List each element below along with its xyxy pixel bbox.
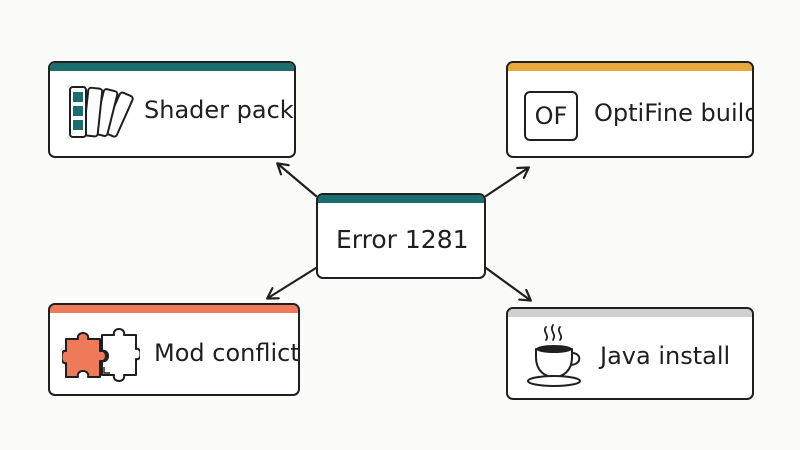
puzzle-pieces-icon xyxy=(60,325,142,393)
arrow-to-mod-conflict xyxy=(268,266,318,298)
optifine-logo-text: OF xyxy=(534,102,568,130)
arrow-to-java-install xyxy=(484,266,530,300)
coffee-cup-icon xyxy=(522,321,588,393)
node-label-mod-conflict: Mod conflict xyxy=(154,339,300,367)
node-accent-bar xyxy=(50,63,294,71)
node-java-install: Java install xyxy=(506,307,754,400)
arrow-to-optifine-build xyxy=(484,168,528,198)
node-optifine-build: OF OptiFine build xyxy=(506,61,754,158)
node-label-java-install: Java install xyxy=(600,342,731,370)
center-node-label: Error 1281 xyxy=(336,225,469,254)
node-mod-conflict: Mod conflict xyxy=(48,303,300,396)
node-accent-bar xyxy=(508,309,752,317)
node-accent-bar xyxy=(508,63,752,71)
node-shader-pack: Shader pack xyxy=(48,61,296,158)
color-swatch-icon xyxy=(64,81,134,151)
center-node-accent-bar xyxy=(318,195,484,203)
node-accent-bar xyxy=(50,305,298,313)
node-label-optifine-build: OptiFine build xyxy=(594,99,754,127)
center-node-error-1281: Error 1281 xyxy=(316,193,486,279)
node-label-shader-pack: Shader pack xyxy=(144,96,294,124)
optifine-logo-icon: OF xyxy=(524,91,578,141)
arrow-to-shader-pack xyxy=(278,164,318,198)
